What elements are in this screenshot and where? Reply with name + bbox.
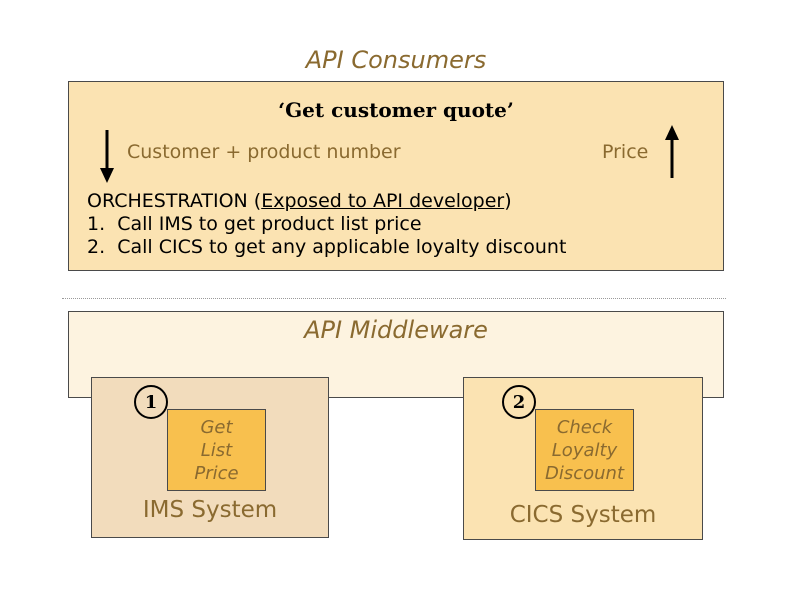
function-line: Check (556, 416, 613, 438)
orchestration-step-1: 1. Call IMS to get product list price (87, 213, 422, 235)
function-line: Loyalty (551, 439, 618, 461)
arrow-up-icon (665, 125, 679, 178)
output-label: Price (602, 141, 649, 163)
orchestration-step-2: 2. Call CICS to get any applicable loyal… (87, 236, 567, 258)
layer-divider (62, 298, 726, 299)
quote-title: ‘Get customer quote’ (278, 98, 514, 122)
check-loyalty-discount-box: Check Loyalty Discount (535, 409, 634, 491)
consumers-box (68, 81, 724, 271)
orchestration-prefix: ORCHESTRATION ( (87, 190, 262, 212)
exposed-to-developer-text: Exposed to API developer (261, 190, 505, 212)
function-line: Discount (544, 462, 625, 484)
orchestration-heading: ORCHESTRATION (Exposed to API developer) (87, 190, 512, 212)
orchestration-suffix: ) (504, 190, 512, 212)
function-line: Get (200, 416, 233, 438)
input-label: Customer + product number (127, 141, 401, 163)
function-line: List (200, 439, 233, 461)
consumers-heading: API Consumers (305, 46, 487, 74)
function-line: Price (194, 462, 239, 484)
ims-system-label: IMS System (142, 497, 278, 523)
cics-system-label: CICS System (509, 502, 657, 528)
middleware-heading: API Middleware (304, 316, 488, 344)
step-badge-2: 2 (502, 385, 536, 419)
arrow-down-icon (100, 130, 114, 183)
get-list-price-box: Get List Price (167, 409, 266, 491)
step-badge-1: 1 (134, 385, 168, 419)
